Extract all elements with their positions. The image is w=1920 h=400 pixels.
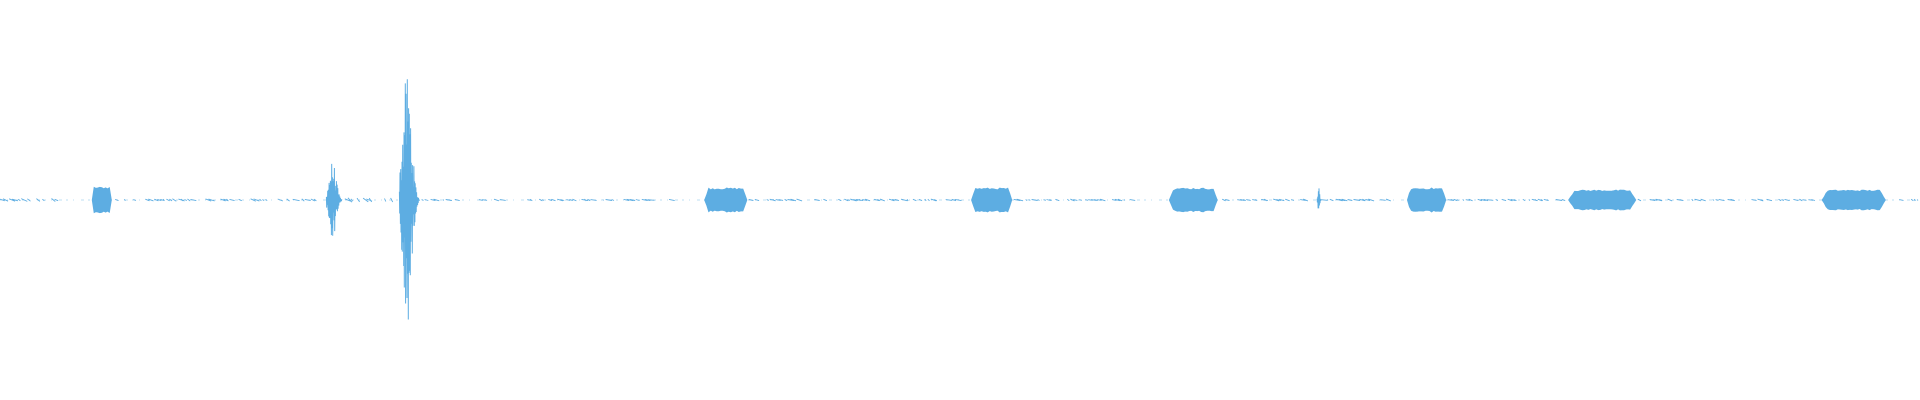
waveform-channel xyxy=(0,79,1920,320)
waveform-burst-17 xyxy=(1568,189,1637,211)
waveform-noise-6 xyxy=(418,198,675,202)
waveform-noise-8 xyxy=(748,198,962,202)
waveform-noise-10 xyxy=(1013,198,1136,202)
waveform-burst-1 xyxy=(91,186,112,214)
waveform-burst-15 xyxy=(1406,187,1447,213)
waveform-noise-20 xyxy=(1899,198,1919,202)
waveform-noise-12 xyxy=(1222,198,1309,202)
waveform-burst-7 xyxy=(704,187,748,213)
waveform-noise-14 xyxy=(1320,198,1391,202)
waveform-noise-16 xyxy=(1447,198,1566,202)
waveform-spike-5 xyxy=(398,79,420,320)
waveform-noise-18 xyxy=(1637,198,1816,202)
waveform-burst-9 xyxy=(971,187,1013,213)
waveform-noise-4 xyxy=(344,197,394,203)
waveform-noise-2 xyxy=(115,198,317,202)
waveform-spike-13 xyxy=(1316,188,1322,209)
waveform-noise-0 xyxy=(0,198,59,202)
waveform-burst-11 xyxy=(1168,187,1218,213)
waveform-spike-3 xyxy=(325,163,343,236)
waveform-burst-19 xyxy=(1821,189,1886,211)
